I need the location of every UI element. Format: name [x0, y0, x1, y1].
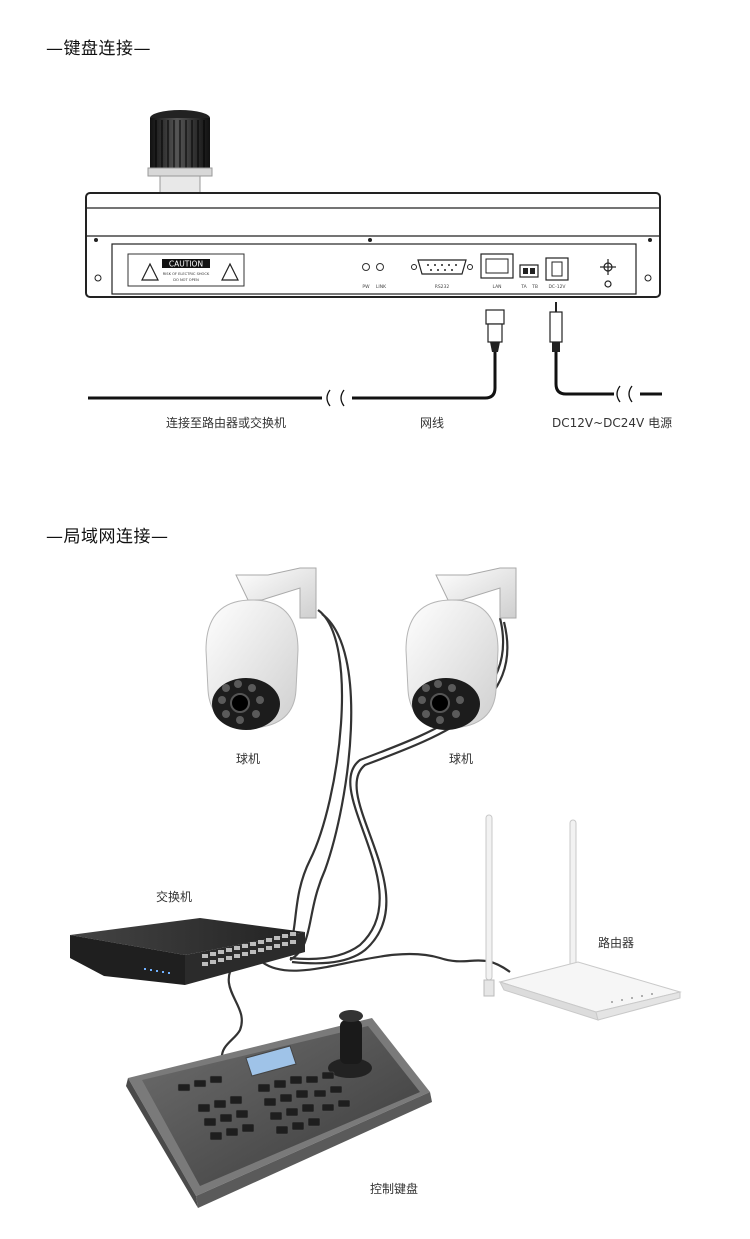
rs232-port	[411, 259, 473, 275]
wireless-router	[483, 814, 682, 1021]
ptz-camera-1	[205, 567, 317, 730]
warning-icon	[141, 262, 159, 281]
label-camera-2: 球机	[449, 752, 474, 766]
label-router: 路由器	[598, 936, 635, 950]
port-rs232-label: RS232	[435, 284, 450, 290]
indicator-link: LINK	[376, 284, 387, 290]
power-cable	[549, 302, 662, 403]
port-dc-label: DC-12V	[548, 284, 566, 290]
ptz-camera-2	[405, 567, 517, 730]
section2-title: —局域网连接—	[46, 527, 169, 547]
port-tb-label: TB	[531, 284, 538, 290]
warning-icon	[221, 262, 239, 281]
label-camera-1: 球机	[236, 752, 261, 766]
indicator-pw: PW	[362, 284, 370, 290]
dc-power-jack	[545, 257, 569, 281]
label-network-cable: 网线	[420, 416, 445, 430]
network-cable	[88, 309, 505, 407]
caution-heading: CAUTION	[169, 260, 203, 269]
section1-title: —键盘连接—	[46, 39, 151, 59]
network-switch	[70, 918, 305, 985]
caution-label	[127, 253, 245, 287]
label-switch: 交换机	[156, 890, 193, 904]
led-indicators	[362, 263, 384, 271]
joystick-knob	[147, 110, 213, 195]
control-keyboard	[126, 1010, 432, 1208]
label-power: DC12V~DC24V 电源	[552, 416, 673, 430]
port-ta-label: TA	[520, 284, 527, 290]
port-lan-label: LAN	[492, 284, 501, 290]
ground-terminal-icon	[600, 259, 616, 288]
caution-line1: RISK OF ELECTRIC SHOCK	[163, 272, 210, 276]
label-keyboard: 控制键盘	[370, 1182, 419, 1196]
ta-tb-terminal	[519, 264, 539, 278]
caution-line2: DO NOT OPEN	[173, 278, 199, 282]
lan-port	[480, 253, 514, 279]
label-router-switch: 连接至路由器或交换机	[166, 416, 287, 430]
